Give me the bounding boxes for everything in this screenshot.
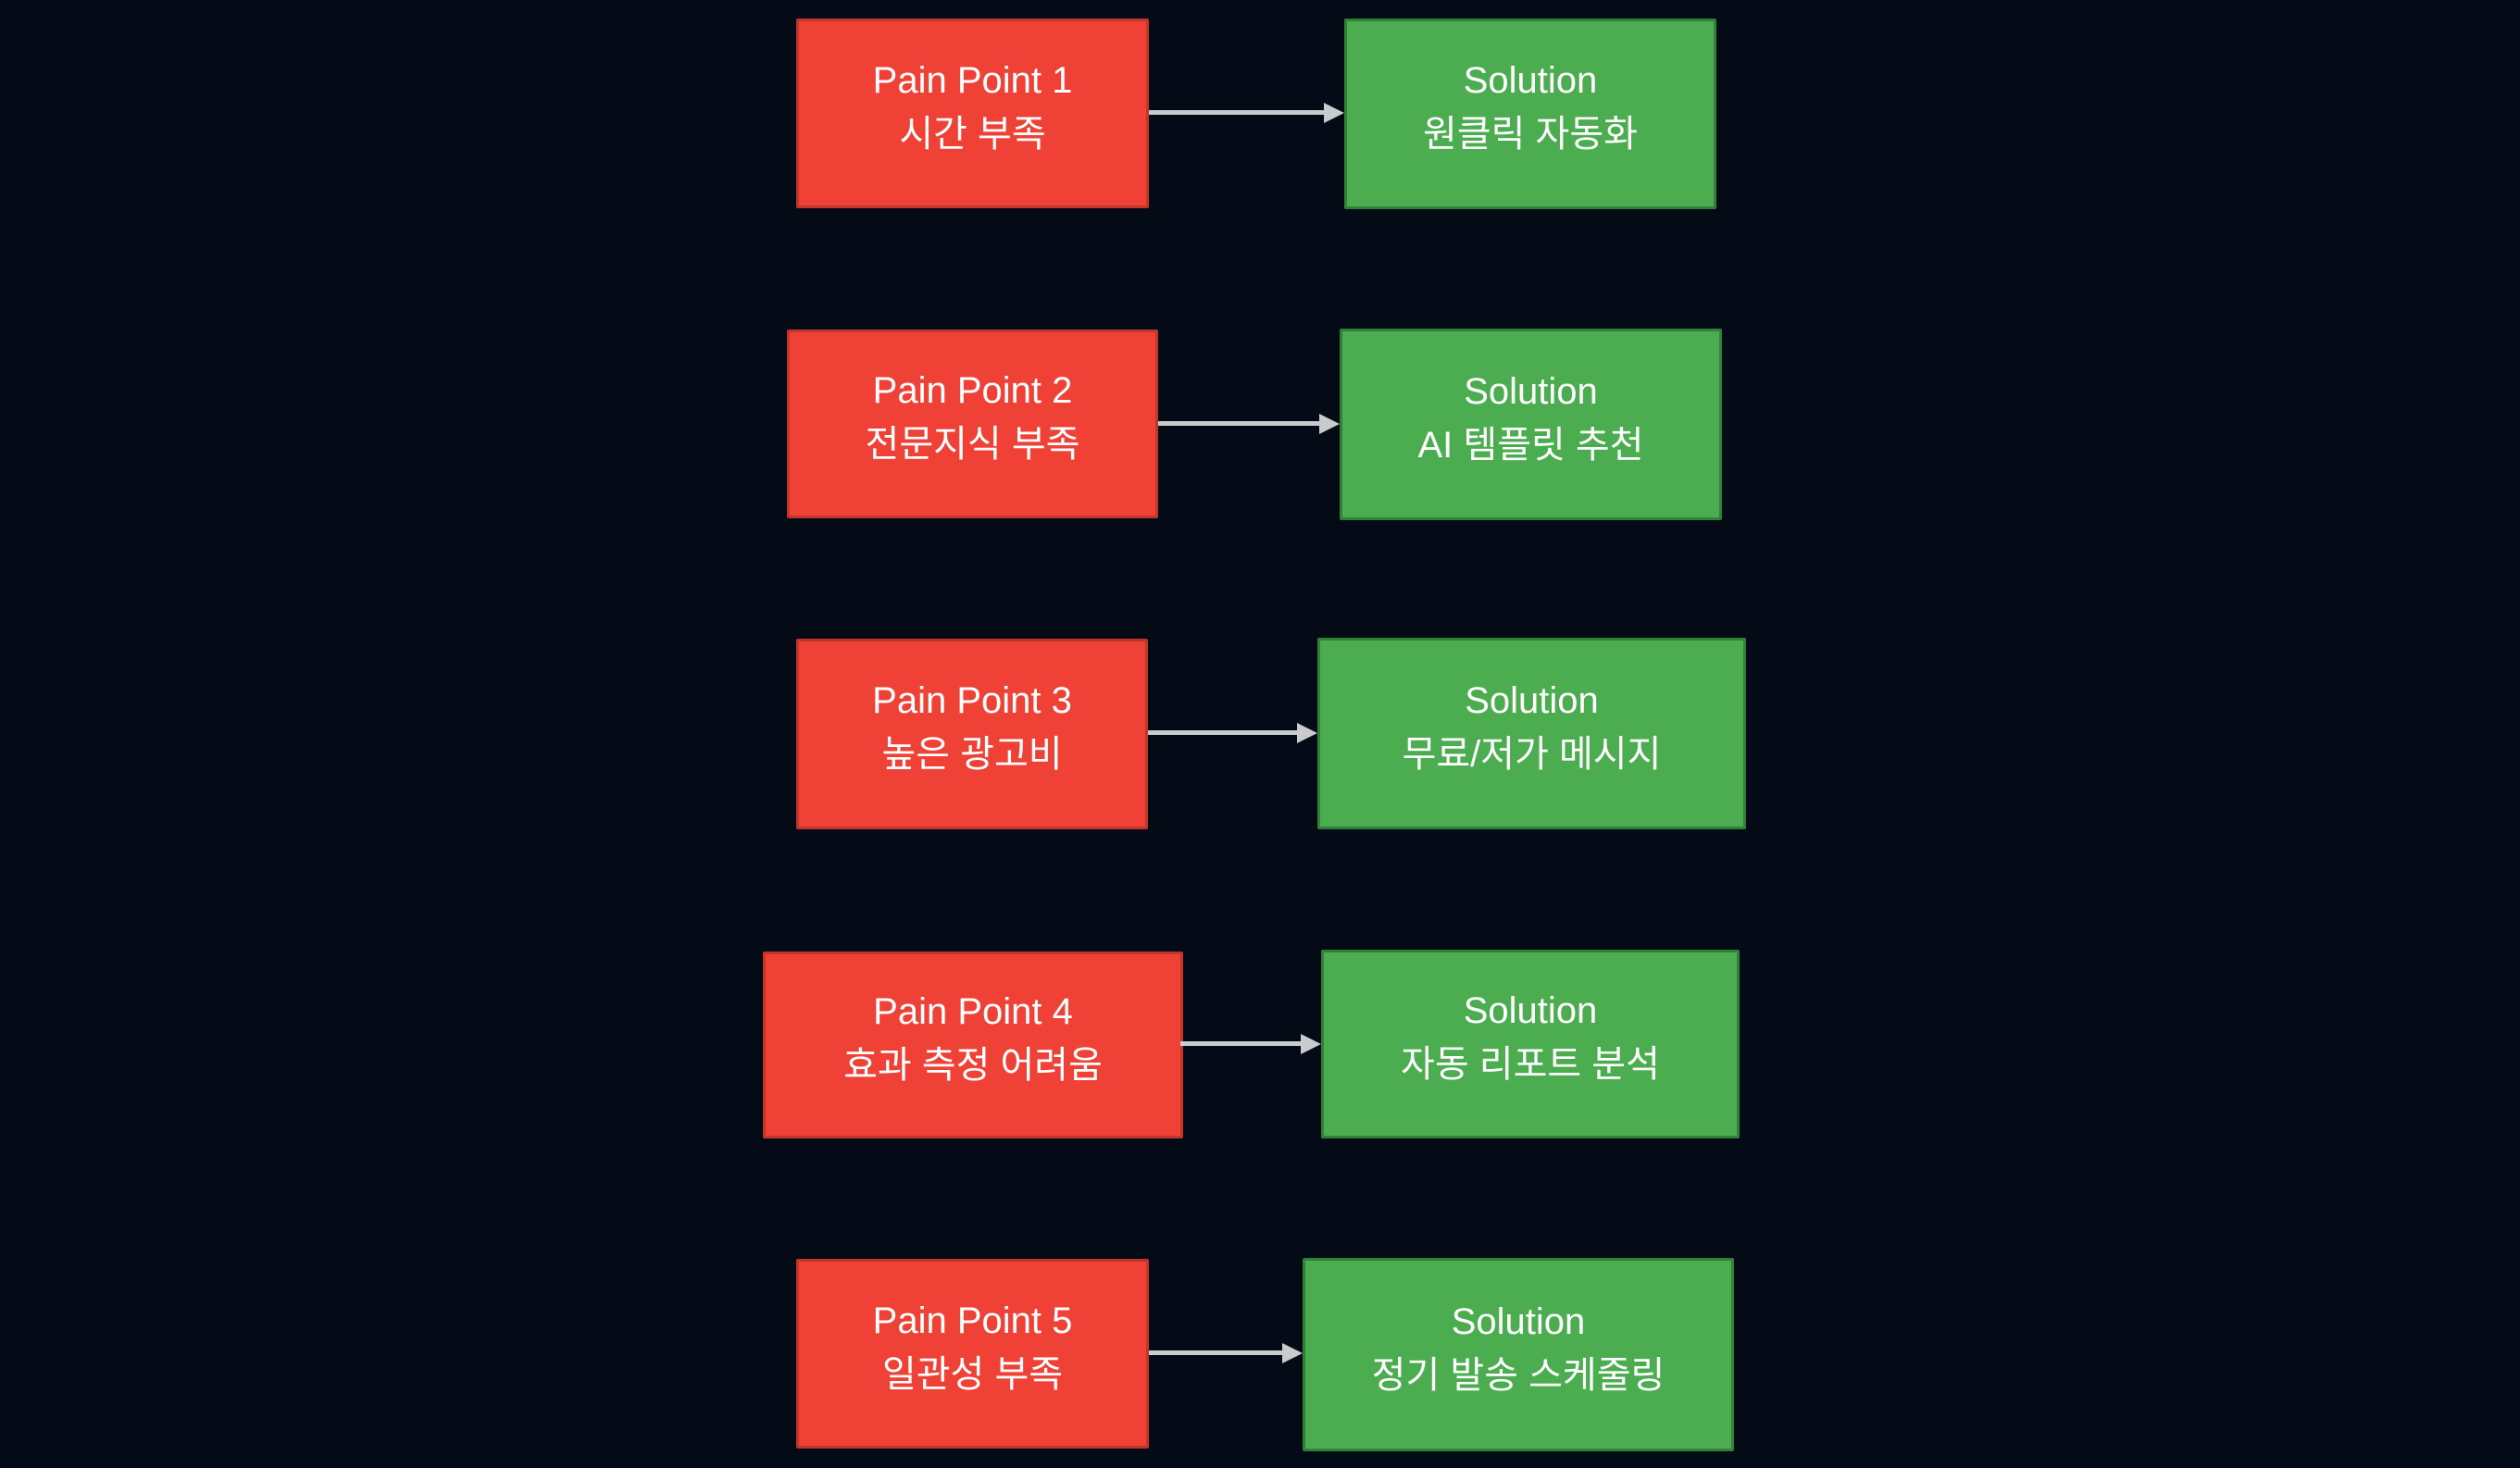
pain-point-box-2: Pain Point 2 전문지식 부족: [787, 330, 1158, 518]
arrow-line: [1158, 421, 1321, 426]
solution-subtitle: 무료/저가 메시지: [1402, 733, 1662, 775]
pain-point-title: Pain Point 2: [872, 370, 1073, 411]
arrow-line: [1149, 110, 1326, 115]
solution-subtitle: AI 템플릿 추천: [1417, 424, 1644, 466]
solution-subtitle: 정기 발송 스케줄링: [1371, 1354, 1665, 1396]
pain-point-box-5: Pain Point 5 일관성 부족: [796, 1259, 1149, 1449]
pain-point-title: Pain Point 4: [873, 991, 1073, 1032]
solution-title: Solution: [1463, 60, 1598, 101]
pain-point-title: Pain Point 1: [872, 59, 1073, 101]
pain-point-subtitle: 효과 측정 어려움: [843, 1045, 1103, 1086]
solution-subtitle: 원클릭 자동화: [1423, 114, 1638, 155]
solution-box-5: Solution 정기 발송 스케줄링: [1303, 1258, 1734, 1451]
arrow-head-icon: [1301, 1034, 1321, 1054]
solution-box-3: Solution 무료/저가 메시지: [1317, 638, 1746, 829]
solution-title: Solution: [1463, 990, 1598, 1031]
arrow-line: [1180, 1041, 1303, 1046]
solution-title: Solution: [1464, 370, 1598, 412]
pain-point-box-3: Pain Point 3 높은 광고비: [796, 639, 1148, 829]
arrow-line: [1148, 730, 1299, 735]
arrow-head-icon: [1297, 723, 1317, 743]
solution-box-4: Solution 자동 리포트 분석: [1321, 950, 1740, 1138]
pain-point-title: Pain Point 3: [872, 680, 1072, 721]
arrow-head-icon: [1324, 103, 1344, 123]
solution-box-1: Solution 원클릭 자동화: [1344, 19, 1716, 209]
solution-title: Solution: [1465, 679, 1599, 721]
solution-box-2: Solution AI 템플릿 추천: [1340, 329, 1722, 520]
pain-point-subtitle: 일관성 부족: [881, 1353, 1064, 1395]
solution-subtitle: 자동 리포트 분석: [1401, 1044, 1660, 1085]
pain-point-box-1: Pain Point 1 시간 부족: [796, 19, 1149, 208]
pain-point-subtitle: 높은 광고비: [881, 734, 1063, 775]
pain-point-subtitle: 전문지식 부족: [865, 424, 1080, 465]
pain-point-subtitle: 시간 부족: [899, 113, 1046, 155]
pain-point-box-4: Pain Point 4 효과 측정 어려움: [763, 952, 1183, 1138]
arrow-head-icon: [1282, 1343, 1303, 1363]
solution-title: Solution: [1451, 1300, 1586, 1342]
arrow-head-icon: [1319, 414, 1340, 434]
arrow-line: [1149, 1350, 1284, 1355]
pain-point-title: Pain Point 5: [872, 1300, 1073, 1341]
